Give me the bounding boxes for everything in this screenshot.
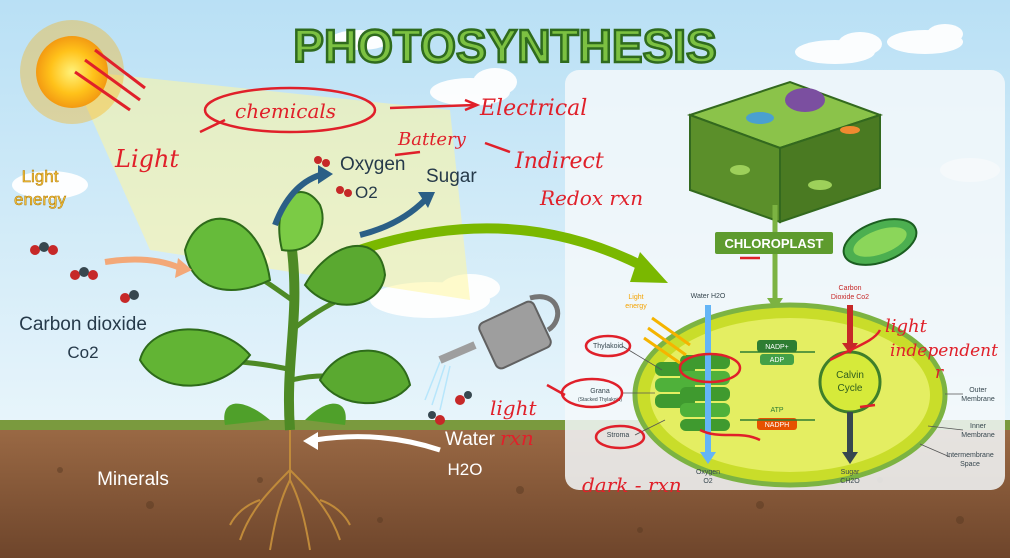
annotation-dark-rxn: dark - rxn (582, 473, 682, 497)
o2-label: O2 (355, 183, 378, 202)
inner-membrane-label-1: Inner (970, 423, 987, 430)
panel-water-label: Water H2O (691, 293, 726, 300)
minerals-label: Minerals (97, 469, 169, 490)
annotation-light-independent-1: light (885, 316, 928, 337)
annotation-indirect: Indirect (514, 149, 604, 174)
inner-membrane-label-2: Membrane (961, 432, 995, 439)
atp-label: ATP (770, 407, 783, 414)
annotation-light-rxn-1: light (490, 396, 537, 420)
calvin-cycle-circle (820, 352, 880, 412)
annotation-light: Light (114, 145, 179, 173)
page-title: PHOTOSYNTHESIS (293, 20, 716, 72)
annotation-light-independent-3: r (935, 363, 944, 383)
light-energy-label-1: Light (22, 167, 59, 186)
panel-carbon-label-1: Carbon (839, 285, 862, 292)
panel-light-label-2: energy (625, 303, 647, 310)
calvin-cycle-label-2: Cycle (837, 383, 862, 394)
h2o-label: H2O (448, 460, 483, 479)
adp-label: ADP (770, 357, 785, 364)
outer-membrane-label-1: Outer (969, 387, 987, 394)
calvin-cycle-label-1: Calvin (836, 370, 864, 381)
outer-membrane-label-2: Membrane (961, 396, 995, 403)
panel-oxygen-label-1: Oxygen (696, 469, 720, 476)
intermembrane-label-1: Intermembrane (946, 452, 994, 459)
carbon-dioxide-label: Carbon dioxide (19, 314, 147, 335)
sun-icon (20, 20, 124, 124)
panel-carbon-label-2: Dioxide Co2 (831, 294, 869, 301)
intermembrane-label-2: Space (960, 461, 980, 468)
sugar-label: Sugar (426, 166, 477, 187)
grana-label-1: Grana (590, 388, 610, 395)
panel-light-label-1: Light (628, 294, 643, 301)
annotation-light-rxn-2: rxn (500, 426, 534, 450)
panel-sugar-label-1: Sugar (841, 469, 860, 476)
oxygen-label: Oxygen (340, 154, 405, 175)
annotation-chemicals: chemicals (235, 99, 336, 123)
panel-sugar-label-2: CH2O (840, 478, 860, 485)
nadph-label: NADPH (765, 422, 790, 429)
nadp-label: NADP+ (765, 344, 789, 351)
co2-label: Co2 (67, 343, 98, 362)
annotation-light-independent-2: independent (890, 341, 998, 361)
annotation-battery: Battery (397, 129, 467, 150)
annotation-redox: Redox rxn (539, 186, 643, 210)
panel-oxygen-label-2: O2 (703, 478, 712, 485)
light-energy-label-2: energy (14, 190, 66, 209)
chloroplast-label: CHLOROPLAST (725, 236, 824, 251)
stroma-label: Stroma (607, 432, 630, 439)
annotation-electrical: Electrical (479, 96, 587, 121)
water-label: Water (445, 429, 496, 450)
thylakoid-label: Thylakoid (593, 343, 623, 350)
